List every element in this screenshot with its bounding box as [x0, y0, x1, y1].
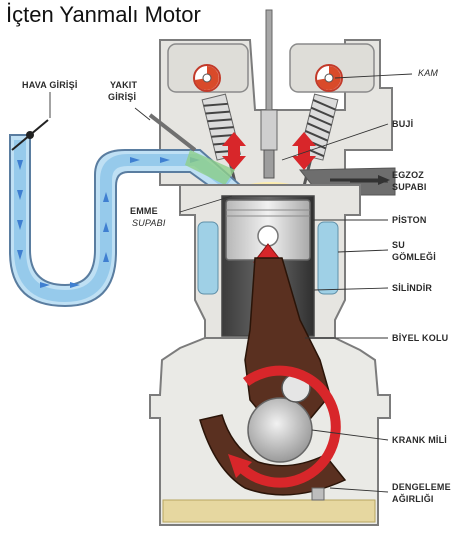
label-cam: KAM: [418, 68, 438, 78]
label-fuel-intake-line2: GİRİŞİ: [108, 92, 136, 102]
exhaust-valve-motion-arrow: [292, 132, 316, 170]
label-piston: PİSTON: [392, 215, 427, 225]
air-intake-pipe: [9, 119, 243, 308]
label-intake-valve-line2: SUPABI: [132, 218, 166, 228]
crank-rotation-arrow: [228, 365, 341, 488]
piston: [225, 199, 311, 261]
label-counterweight-line2: AĞIRLIĞI: [392, 493, 434, 504]
label-water-jacket-line2: GÖMLEĞİ: [392, 251, 436, 262]
label-counterweight-line1: DENGELEME: [392, 482, 451, 492]
label-cylinder: SİLİNDİR: [392, 283, 432, 293]
label-air-intake: HAVA GİRİŞİ: [22, 80, 78, 90]
label-crankshaft: KRANK MİLİ: [392, 435, 447, 445]
label-intake-valve-line1: EMME: [130, 206, 158, 216]
intake-valve-motion-arrow: [222, 132, 246, 170]
oil-sump: [162, 499, 376, 523]
drain-plug: [311, 487, 325, 501]
spark-plug: [260, 9, 278, 179]
leader-lines: [49, 73, 413, 493]
label-exhaust-valve-line1: EGZOZ: [392, 170, 424, 180]
fuel-injector: [148, 113, 235, 185]
intake-cam: [193, 64, 221, 92]
water-jacket: [197, 221, 339, 295]
label-connecting-rod: BİYEL KOLU: [392, 333, 448, 343]
page-title: İçten Yanmalı Motor: [6, 2, 201, 27]
label-water-jacket-line1: SU: [392, 240, 405, 250]
label-fuel-intake-line1: YAKIT: [110, 80, 137, 90]
label-spark-plug: BUJİ: [392, 119, 413, 129]
label-exhaust-valve-line2: SUPABI: [392, 182, 427, 192]
crank-disc: [247, 397, 313, 463]
